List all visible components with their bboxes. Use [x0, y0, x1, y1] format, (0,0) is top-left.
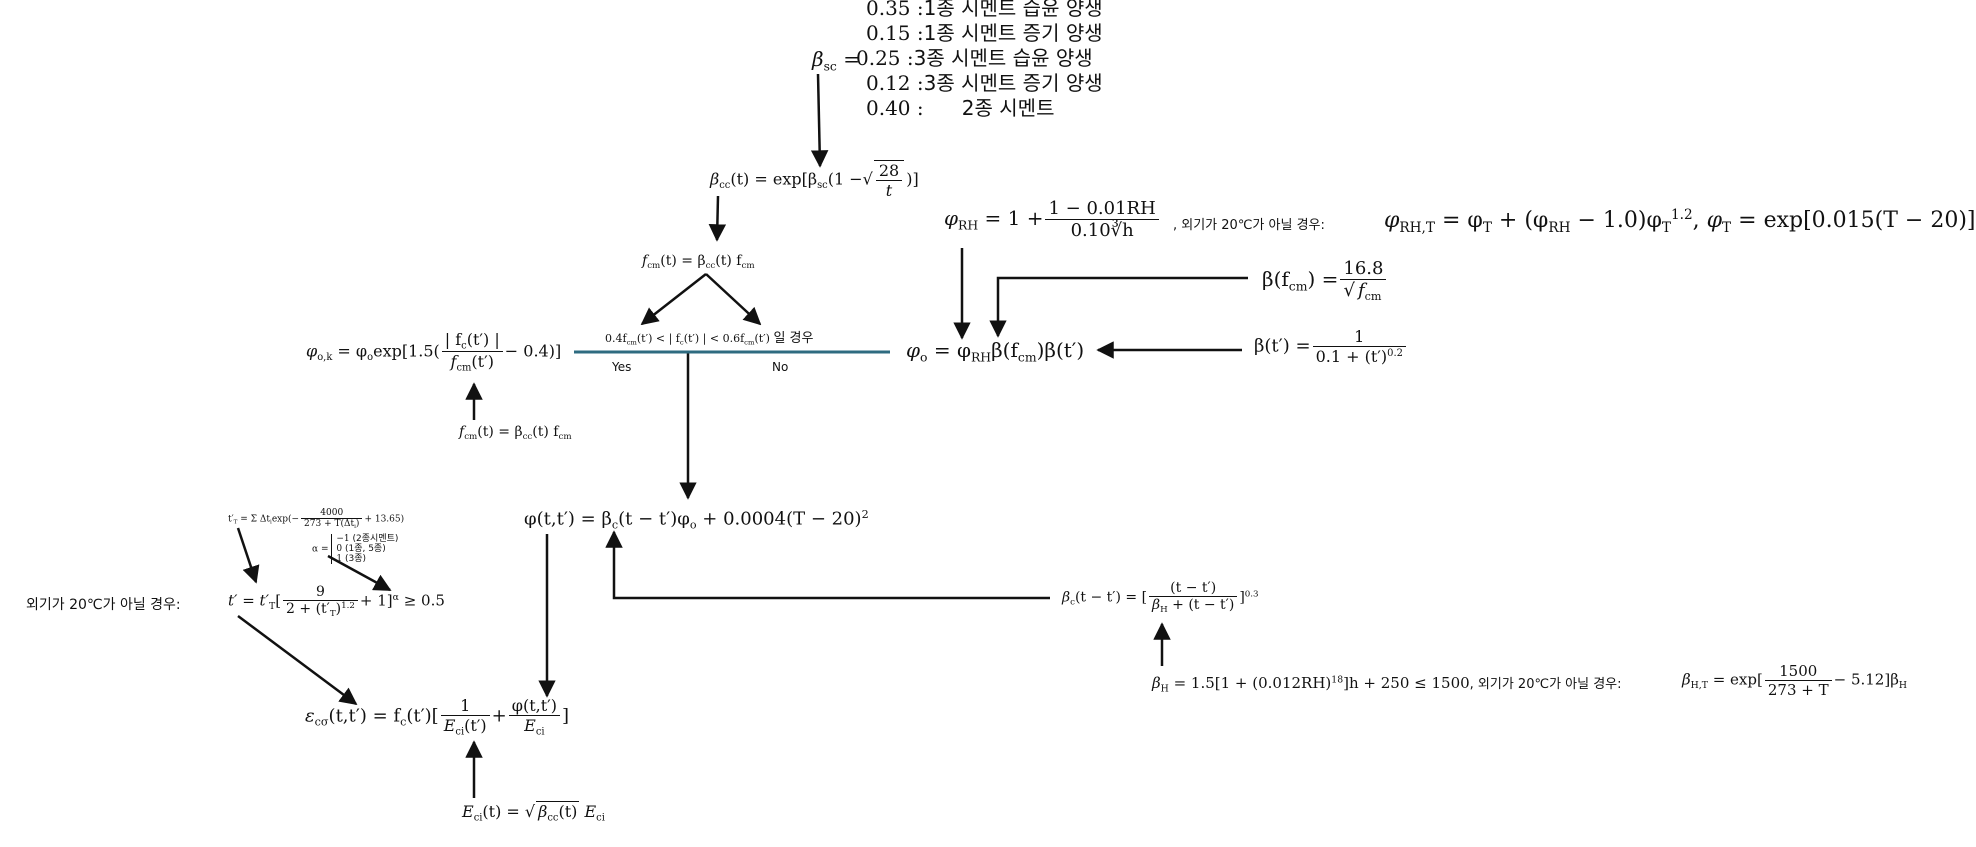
- yes-label: Yes: [612, 360, 632, 374]
- condition-label: 0.4fcm(t′) < | fc(t′) | < 0.6fcm(t′) 일 경…: [605, 331, 814, 347]
- phi-o-equation: φo = φRHβ(fcm)β(t′): [906, 338, 1085, 365]
- arrow-fcm-left: [640, 273, 707, 326]
- phi-creep-equation: φ(t,t′) = βc(t − t′)φo + 0.0004(T − 20)2: [524, 508, 869, 532]
- beta-fcm-equation: β(fcm) =16.8√fcm: [1262, 258, 1388, 303]
- no-label: No: [772, 360, 789, 374]
- phi-rh-t-equation: φRH,T = φT + (φRH − 1.0)φT1.2, φT = exp[…: [1384, 207, 1976, 236]
- t-prime-note: 외기가 20℃가 아닐 경우:: [26, 597, 181, 613]
- phi-rh-note: , 외기가 20℃가 아닐 경우:: [1173, 218, 1325, 233]
- beta-sc-table: 0.35 :1종 시멘트 습윤 양생 0.15 :1종 시멘트 증기 양생 0.…: [856, 0, 1103, 121]
- fcm-equation-bottom: fcm(t) = βcc(t) fcm: [459, 424, 572, 443]
- beta-sc-row: 0.25 :3종 시멘트 습윤 양생: [856, 46, 1093, 70]
- beta-h-equation: βH = 1.5[1 + (0.012RH)18]h + 250 ≤ 1500,…: [1152, 674, 1622, 695]
- arrow-bcc-to-fcm: [708, 195, 727, 242]
- arrow-tT: [236, 527, 260, 584]
- arrow-tprime-to-eps: [237, 614, 358, 706]
- arrow-fcm-right: [705, 273, 762, 326]
- alpha-cases: α = −1 (2종시멘트) 0 (1종, 5종) 1 (3종): [312, 534, 399, 564]
- arrow-betac: [605, 530, 1050, 600]
- beta-sc-row: 0.12 :3종 시멘트 증기 양생: [866, 71, 1103, 95]
- eci-equation: Eci(t) = √βcc(t) Eci: [462, 801, 605, 824]
- arrow-alpha: [327, 554, 392, 592]
- beta-sc-row: 0.15 :1종 시멘트 증기 양생: [866, 21, 1103, 45]
- fcm-equation-top: fcm(t) = βcc(t) fcm: [642, 253, 755, 272]
- beta-c-equation: βc(t − t′) = [(t − t′)βH + (t − t′)]0.3: [1062, 580, 1259, 616]
- beta-sc-row: 0.35 :1종 시멘트 습윤 양생: [866, 0, 1103, 20]
- arrow-betafcm: [989, 276, 1248, 338]
- phi-ok-equation: φo,k = φoexp[1.5(| fc(t′) |fcm(t′)− 0.4)…: [306, 330, 562, 374]
- beta-sc-lhs: βsc =: [812, 47, 860, 74]
- arrow-bsc-to-bcc: [810, 73, 829, 168]
- beta-sc-row: 0.40 : 2종 시멘트: [866, 96, 1055, 120]
